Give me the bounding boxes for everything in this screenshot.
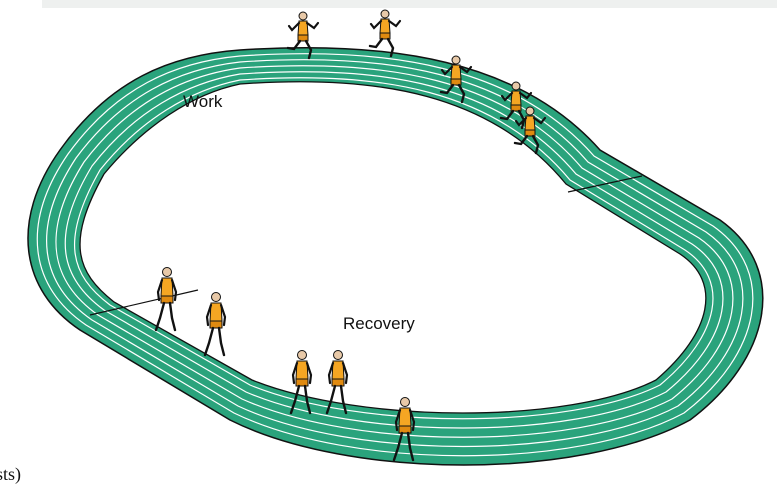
caption-fragment: sts) <box>0 464 22 484</box>
recovery-label: Recovery <box>343 314 415 333</box>
finish-line-right <box>567 175 643 193</box>
top-strip <box>42 0 777 8</box>
work-label: Work <box>183 92 223 111</box>
finish-line-left <box>89 289 199 316</box>
infield <box>79 81 707 414</box>
runner-icon <box>368 8 402 58</box>
